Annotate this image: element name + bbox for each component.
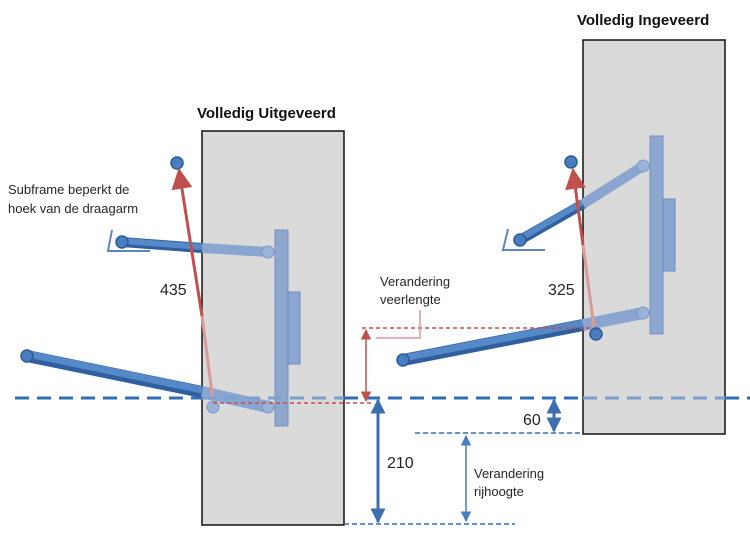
upper-pivot-right — [513, 233, 527, 247]
spring-mount-compressed — [589, 327, 603, 341]
hub-compressed — [662, 198, 676, 272]
ride-change-label-line2: rijhoogte — [474, 484, 524, 499]
ride-height-delta-value: 60 — [523, 412, 541, 429]
ride-height-total-value: 210 — [387, 455, 414, 472]
subframe-note-line2: hoek van de draagarm — [8, 201, 138, 216]
spring-change-label-line1: Verandering — [380, 274, 450, 289]
spring-line-extended — [171, 167, 204, 317]
ride-change-label-line1: Verandering — [474, 466, 544, 481]
subframe-bracket-right — [501, 228, 545, 251]
spring-line-compressed — [565, 167, 586, 246]
upright-compressed — [649, 135, 664, 335]
lower-pivot-right — [396, 353, 410, 367]
subframe-note-line1: Subframe beperkt de — [8, 182, 129, 197]
lower-pivot-left — [20, 349, 34, 363]
upper-arm-inner-compressed — [580, 161, 646, 209]
upper-arm-inner-extended — [201, 243, 269, 257]
upper-pivot-left — [115, 235, 129, 249]
spring-change-leader — [376, 310, 421, 339]
spring-length-compressed-value: 325 — [548, 282, 575, 299]
spring-top-mount-left — [170, 156, 184, 170]
wheel-extended — [201, 130, 345, 526]
hub-extended — [287, 291, 301, 365]
title-fully-compressed: Volledig Ingeveerd — [577, 12, 709, 29]
spring-top-mount-right — [564, 155, 578, 169]
spring-change-label-line2: veerlengte — [380, 292, 441, 307]
subframe-bracket-left — [106, 229, 150, 252]
title-fully-extended: Volledig Uitgeveerd — [197, 105, 336, 122]
spring-length-extended-value: 435 — [160, 282, 187, 299]
